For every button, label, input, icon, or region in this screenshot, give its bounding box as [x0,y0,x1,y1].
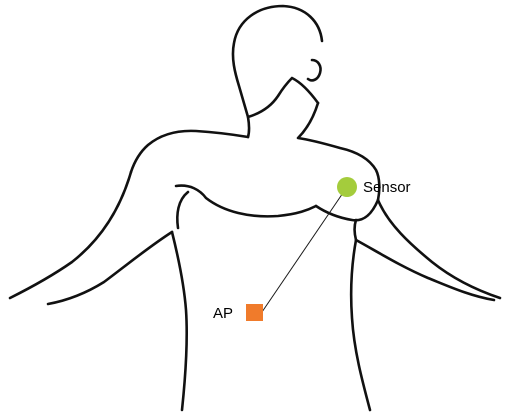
left-arm-inner [48,232,172,304]
sensor-marker [337,177,357,197]
left-armpit [177,192,188,228]
right-armpit [355,220,357,240]
ear [308,60,321,80]
sensor-to-ap-link [262,187,347,312]
left-neck-line [131,131,248,172]
sensor-label: Sensor [363,179,411,196]
left-pectoral [176,186,316,217]
body-outline [10,6,500,410]
head-left-contour [233,6,322,137]
ap-label: AP [213,305,233,322]
left-arm-outer [10,172,131,298]
right-arm-inner [356,240,494,300]
head-right-contour [248,78,318,117]
right-pectoral [316,200,378,220]
left-torso-side [172,232,187,410]
ap-marker [246,304,263,321]
right-torso-side [351,240,370,410]
